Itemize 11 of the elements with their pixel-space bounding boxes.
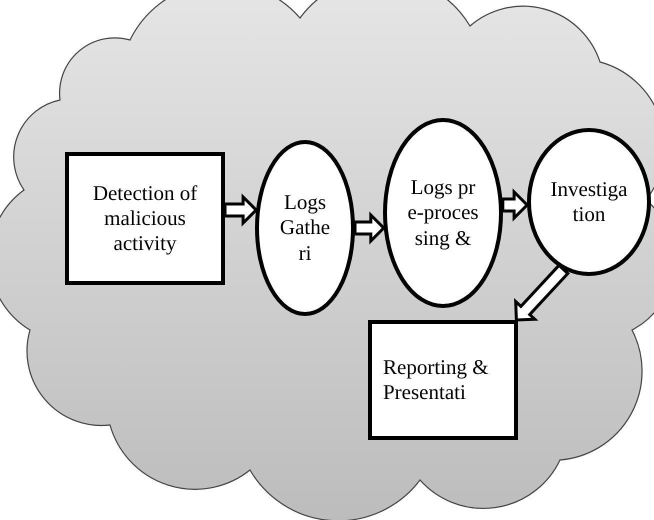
step-label: Logs pre-processing &	[406, 175, 480, 251]
block-arrow	[224, 193, 258, 227]
process-box	[368, 320, 518, 440]
block-arrow	[514, 263, 570, 322]
step-label: Detection of malicious activity	[92, 180, 198, 256]
block-arrow	[354, 211, 386, 245]
step-label: Reporting & Presentati	[383, 354, 490, 406]
step-label: Logs Gatheri	[279, 190, 331, 266]
step-label: Investigation	[550, 176, 628, 228]
process-box	[65, 152, 225, 285]
block-arrow	[501, 188, 530, 222]
